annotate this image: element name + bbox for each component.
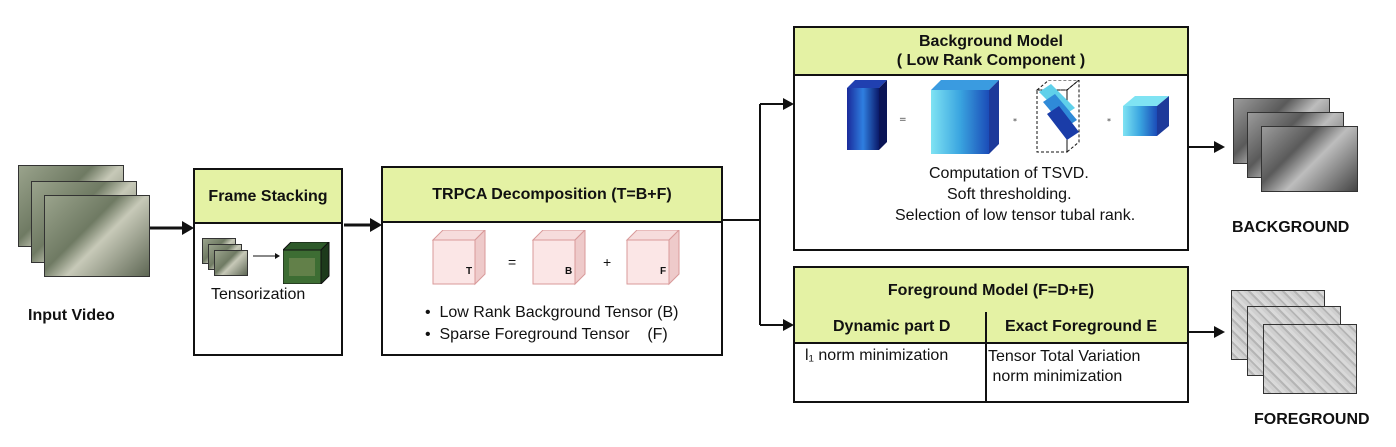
fg-frame-3 bbox=[1263, 324, 1357, 394]
foreground-model-box: Foreground Model (F=D+E) Dynamic part D … bbox=[793, 266, 1189, 403]
bullet-sparse: • Sparse Foreground Tensor (F) bbox=[425, 326, 668, 343]
cube-t-label: T bbox=[466, 266, 473, 277]
cube-f-label: F bbox=[660, 266, 667, 277]
plus-sign: + bbox=[603, 254, 612, 270]
foreground-output-frames bbox=[1231, 290, 1361, 398]
tv-norm-line-2: norm minimization bbox=[988, 368, 1123, 385]
tensor-u-cube bbox=[931, 80, 999, 154]
trpca-box: TRPCA Decomposition (T=B+F) T = B + F • … bbox=[381, 166, 723, 356]
exact-foreground-header: Exact Foreground E bbox=[1005, 318, 1158, 335]
equals-sign: = bbox=[508, 254, 517, 270]
trpca-equation bbox=[431, 230, 680, 286]
cube-t bbox=[431, 230, 486, 286]
fg-col-header-row bbox=[795, 312, 1187, 344]
dynamic-part-header: Dynamic part D bbox=[833, 318, 951, 335]
trpca-bullet-list: • Low Rank Background Tensor (B) • Spars… bbox=[425, 302, 678, 346]
cube-f bbox=[625, 230, 680, 286]
frame-stacking-header: Frame Stacking bbox=[195, 170, 341, 224]
foreground-model-header: Foreground Model (F=D+E) bbox=[795, 268, 1187, 314]
background-model-box: Background Model ( Low Rank Component ) … bbox=[793, 26, 1189, 251]
tsvd-equals: = bbox=[899, 115, 907, 125]
arrow-to-background bbox=[1189, 141, 1225, 153]
trpca-title: TRPCA Decomposition (T=B+F) bbox=[432, 186, 672, 203]
background-model-title-1: Background Model bbox=[918, 33, 1063, 50]
step-tsvd: Computation of TSVD. bbox=[929, 165, 1089, 182]
background-model-title-2: ( Low Rank Component ) bbox=[896, 52, 1086, 69]
tensorization-caption: Tensorization bbox=[211, 286, 306, 303]
tensorization-arrow bbox=[253, 253, 280, 259]
foreground-model-title: Foreground Model (F=D+E) bbox=[887, 281, 1095, 299]
small-frame-3 bbox=[214, 250, 248, 276]
input-video-label: Input Video bbox=[28, 307, 115, 324]
arrow-trpca-split bbox=[723, 98, 794, 331]
bg-frame-3 bbox=[1261, 126, 1358, 192]
cube-b-label: B bbox=[565, 266, 573, 277]
bullet-low-rank: • Low Rank Background Tensor (B) bbox=[425, 304, 679, 321]
frame-stacking-box: Frame Stacking Tensorization bbox=[193, 168, 343, 356]
tsvd-times-2: * bbox=[1107, 117, 1111, 126]
small-frame-stack bbox=[202, 238, 248, 276]
frame-stacking-title: Frame Stacking bbox=[208, 187, 328, 205]
background-output-frames bbox=[1233, 98, 1361, 198]
cube-b bbox=[531, 230, 586, 286]
tv-norm-text: Tensor Total Variation norm minimization bbox=[988, 347, 1140, 387]
input-video-frames bbox=[18, 165, 150, 277]
tensor-s-cube bbox=[1035, 80, 1080, 154]
tsvd-times-1: * bbox=[1013, 117, 1017, 126]
tensor-a-cube bbox=[847, 80, 887, 150]
trpca-header: TRPCA Decomposition (T=B+F) bbox=[383, 168, 721, 223]
fg-col-divider bbox=[985, 312, 987, 401]
arrow-input-to-stacking bbox=[150, 221, 194, 235]
background-model-header: Background Model ( Low Rank Component ) bbox=[795, 28, 1187, 76]
tensor-v-cube bbox=[1123, 96, 1169, 136]
tv-norm-line-1: Tensor Total Variation bbox=[988, 348, 1141, 365]
foreground-output-label: FOREGROUND bbox=[1254, 411, 1370, 428]
step-rank-selection: Selection of low tensor tubal rank. bbox=[895, 207, 1136, 224]
l1-norm-text: l₁ norm minimization bbox=[805, 347, 949, 364]
tensor-cube-icon bbox=[283, 242, 330, 284]
background-steps: Computation of TSVD. Soft thresholding. … bbox=[895, 163, 1185, 226]
arrow-to-foreground bbox=[1189, 326, 1225, 338]
step-soft-threshold: Soft thresholding. bbox=[947, 186, 1072, 203]
background-output-label: BACKGROUND bbox=[1232, 219, 1350, 236]
tsvd-equation: = * * bbox=[847, 80, 1169, 154]
input-frame-3 bbox=[44, 195, 150, 277]
bullet-low-rank-text: Low Rank Background Tensor (B) bbox=[439, 304, 679, 321]
bullet-sparse-text: Sparse Foreground Tensor (F) bbox=[439, 326, 668, 343]
arrow-stacking-to-trpca bbox=[344, 218, 382, 232]
